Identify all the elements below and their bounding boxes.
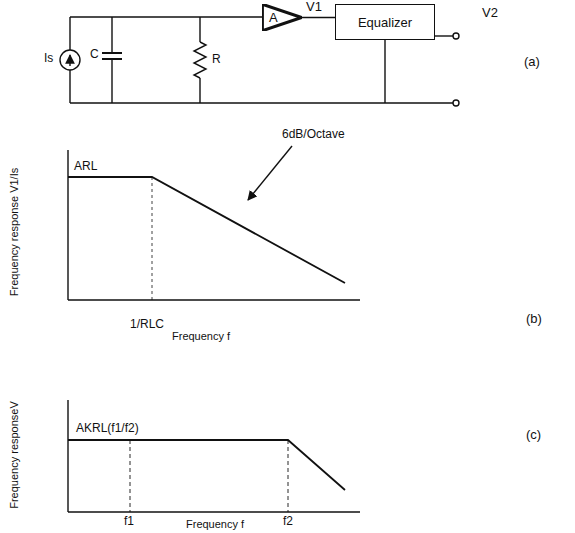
component-label: R (212, 53, 221, 66)
tick-label: f2 (283, 515, 293, 528)
corner-marker (152, 177, 153, 300)
amplifier-triangle: A (262, 4, 302, 31)
capacitor-symbol (102, 52, 122, 54)
wire (199, 17, 200, 42)
wire (111, 59, 112, 103)
level-label: AKRL(f1/f2) (76, 422, 139, 435)
wire (69, 70, 70, 103)
x-axis (68, 299, 360, 300)
tick-label: 1/RLC (130, 318, 164, 331)
y-axis (67, 150, 68, 300)
wire (199, 78, 200, 103)
signal-label: V2 (482, 6, 498, 20)
panel-label: (c) (526, 428, 541, 442)
wire (69, 17, 70, 50)
response-curve (68, 440, 345, 490)
corner-marker (130, 440, 131, 512)
panel-label: (b) (526, 312, 542, 326)
axis-title: Frequency f (186, 518, 244, 530)
axis-title: Frequency responseV (8, 401, 20, 509)
panel-label: (a) (524, 55, 540, 69)
y-axis (67, 400, 68, 512)
ground-wire (384, 40, 385, 103)
current-arrow (69, 55, 70, 66)
node-text: A (269, 10, 278, 25)
signal-label: V1 (305, 0, 323, 14)
tick-label: f1 (124, 515, 134, 528)
resistor-symbol (194, 42, 206, 78)
slope-label: 6dB/Octave (282, 128, 345, 141)
equalizer-box: Equalizer (335, 4, 435, 40)
wire (111, 17, 112, 53)
response-curve (68, 177, 345, 283)
source-label: Is (44, 52, 53, 65)
terminal (453, 100, 459, 106)
amplifier-outline (262, 4, 302, 31)
output-wire (435, 35, 453, 36)
axis-title: Frequency response V1/Is (8, 168, 20, 296)
corner-marker (288, 440, 289, 512)
component-label: C (90, 48, 99, 61)
amplifier-outline (262, 4, 301, 30)
ground-wire (70, 102, 453, 103)
node-text: Equalizer (358, 15, 412, 30)
leader-arrow (248, 146, 292, 200)
level-label: ARL (74, 160, 97, 173)
current-source-symbol (60, 50, 80, 70)
terminal (453, 33, 459, 39)
signal-wire (302, 17, 335, 18)
x-axis (68, 511, 360, 512)
top-wire (70, 16, 262, 17)
axis-title: Frequency f (172, 330, 230, 342)
